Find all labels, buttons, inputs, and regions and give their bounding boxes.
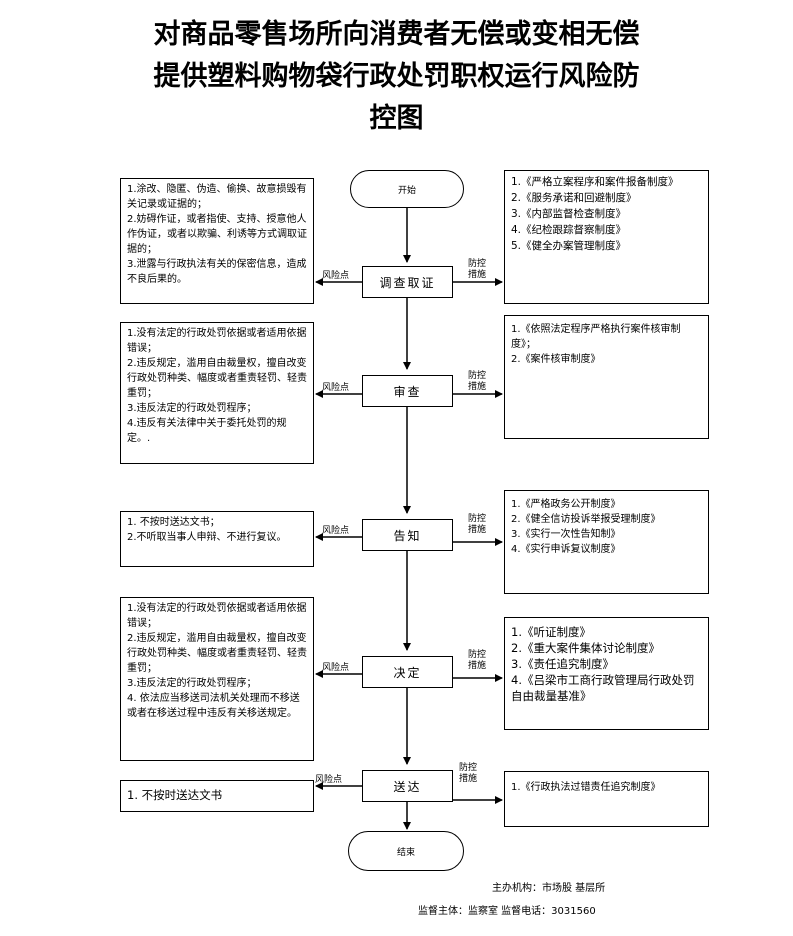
step-review: 审查 [362,375,453,407]
risk-item: 3.违反法定的行政处罚程序； [127,403,257,414]
measure-item: 1.《听证制度》 [511,625,591,639]
page-title: 对商品零售场所向消费者无偿或变相无偿 提供塑料购物袋行政处罚职权运行风险防 控图 [60,14,733,140]
risk-item: 2.妨碍作证，或者指使、支持、授意他人作伪证，或者以欺骗、利诱等方式调取证据的； [127,214,307,255]
step-survey-label: 调查取证 [379,275,436,290]
measure-label-line2: 措施 [468,525,487,535]
step-review-label: 审查 [393,384,422,399]
start-terminal: 开始 [350,170,464,208]
measure-label-line1: 防控 [468,371,487,381]
measure-label-decide: 防控 措施 [468,650,486,672]
step-notify: 告知 [362,519,453,551]
risk-item: 1.涂改、隐匿、伪造、偷换、故意损毁有关记录或证据的； [127,184,307,210]
measure-box-survey: 1.《严格立案程序和案件报备制度》 2.《服务承诺和回避制度》 3.《内部监督检… [504,170,709,304]
measure-label-line1: 防控 [468,514,487,524]
risk-item: 1.没有法定的行政处罚依据或者适用依据错误； [127,603,307,629]
measure-item: 2.《服务承诺和回避制度》 [511,192,637,204]
measure-item: 5.《健全办案管理制度》 [511,240,627,252]
measure-item: 3.《内部监督检查制度》 [511,208,627,220]
risk-item: 2.不听取当事人申辩、不进行复议。 [127,532,287,543]
risk-label-deliver: 风险点 [315,775,343,785]
step-decide: 决定 [362,656,453,688]
measure-item: 3.《实行一次性告知制》 [511,529,621,540]
measure-label-line1: 防控 [459,763,478,773]
title-line-3: 控图 [369,103,424,134]
risk-box-decide: 1.没有法定的行政处罚依据或者适用依据错误； 2.违反规定，滥用自由裁量权，擅自… [120,597,314,761]
risk-item: 3.违反法定的行政处罚程序； [127,678,257,689]
measure-label-notify: 防控 措施 [468,514,486,536]
measure-item: 1.《行政执法过错责任追究制度》 [511,782,661,793]
measure-label-line1: 防控 [468,259,487,269]
risk-item: 3.泄露与行政执法有关的保密信息，造成不良后果的。 [127,259,307,285]
measure-item: 4.《纪检跟踪督察制度》 [511,224,627,236]
measure-label-line2: 措施 [468,270,487,280]
start-label: 开始 [397,185,416,196]
risk-item: 1. 不按时送达文书 [127,788,223,802]
end-label: 结束 [396,847,415,858]
measure-item: 1.《严格政务公开制度》 [511,499,621,510]
step-decide-label: 决定 [393,665,422,680]
title-line-2: 提供塑料购物袋行政处罚职权运行风险防 [153,61,640,92]
measure-item: 2.《健全信访投诉举报受理制度》 [511,514,661,525]
footer-supervision: 监督主体：监察室 监督电话：3031560 [418,906,596,917]
risk-item: 1.没有法定的行政处罚依据或者适用依据错误； [127,328,307,354]
measure-item: 2.《案件核审制度》 [511,354,601,365]
measure-label-survey: 防控 措施 [468,259,486,281]
measure-item: 4.《实行申诉复议制度》 [511,544,621,555]
measure-box-notify: 1.《严格政务公开制度》 2.《健全信访投诉举报受理制度》 3.《实行一次性告知… [504,490,709,594]
measure-label-deliver: 防控 措施 [459,763,477,785]
measure-label-line2: 措施 [468,661,487,671]
footer-organizer: 主办机构：市场股 基层所 [492,883,606,894]
step-deliver-label: 送达 [393,779,422,794]
measure-item: 1.《严格立案程序和案件报备制度》 [511,176,679,188]
risk-box-deliver: 1. 不按时送达文书 [120,780,314,812]
measure-item: 2.《重大案件集体讨论制度》 [511,641,660,655]
measure-box-review: 1.《依照法定程序严格执行案件核审制度》； 2.《案件核审制度》 [504,315,709,439]
measure-item: 3.《责任追究制度》 [511,657,614,671]
risk-label-survey: 风险点 [322,271,350,281]
measure-box-decide: 1.《听证制度》 2.《重大案件集体讨论制度》 3.《责任追究制度》 4.《吕梁… [504,617,709,730]
measure-label-line2: 措施 [459,774,478,784]
end-terminal: 结束 [348,831,464,871]
step-notify-label: 告知 [393,528,422,543]
risk-item: 4. 依法应当移送司法机关处理而不移送或者在移送过程中违反有关移送规定。 [127,693,300,719]
step-survey: 调查取证 [362,266,453,298]
measure-box-deliver: 1.《行政执法过错责任追究制度》 [504,771,709,827]
measure-label-line1: 防控 [468,650,487,660]
risk-box-survey: 1.涂改、隐匿、伪造、偷换、故意损毁有关记录或证据的； 2.妨碍作证，或者指使、… [120,178,314,304]
risk-box-review: 1.没有法定的行政处罚依据或者适用依据错误； 2.违反规定，滥用自由裁量权，擅自… [120,322,314,464]
risk-box-notify: 1. 不按时送达文书； 2.不听取当事人申辩、不进行复议。 [120,511,314,567]
step-deliver: 送达 [362,770,453,802]
measure-item: 1.《依照法定程序严格执行案件核审制度》； [511,324,681,350]
risk-item: 4.违反有关法律中关于委托处罚的规定。. [127,418,287,444]
risk-item: 2.违反规定，滥用自由裁量权，擅自改变行政处罚种类、幅度或者重责轻罚、轻责重罚； [127,633,307,674]
risk-item: 2.违反规定，滥用自由裁量权，擅自改变行政处罚种类、幅度或者重责轻罚、轻责重罚； [127,358,307,399]
measure-label-line2: 措施 [468,382,487,392]
risk-label-decide: 风险点 [322,663,350,673]
title-line-1: 对商品零售场所向消费者无偿或变相无偿 [153,19,640,50]
measure-label-review: 防控 措施 [468,371,486,393]
risk-label-notify: 风险点 [322,526,350,536]
measure-item: 4.《吕梁市工商行政管理局行政处罚自由裁量基准》 [511,673,695,703]
risk-label-review: 风险点 [322,383,350,393]
risk-item: 1. 不按时送达文书； [127,517,220,528]
